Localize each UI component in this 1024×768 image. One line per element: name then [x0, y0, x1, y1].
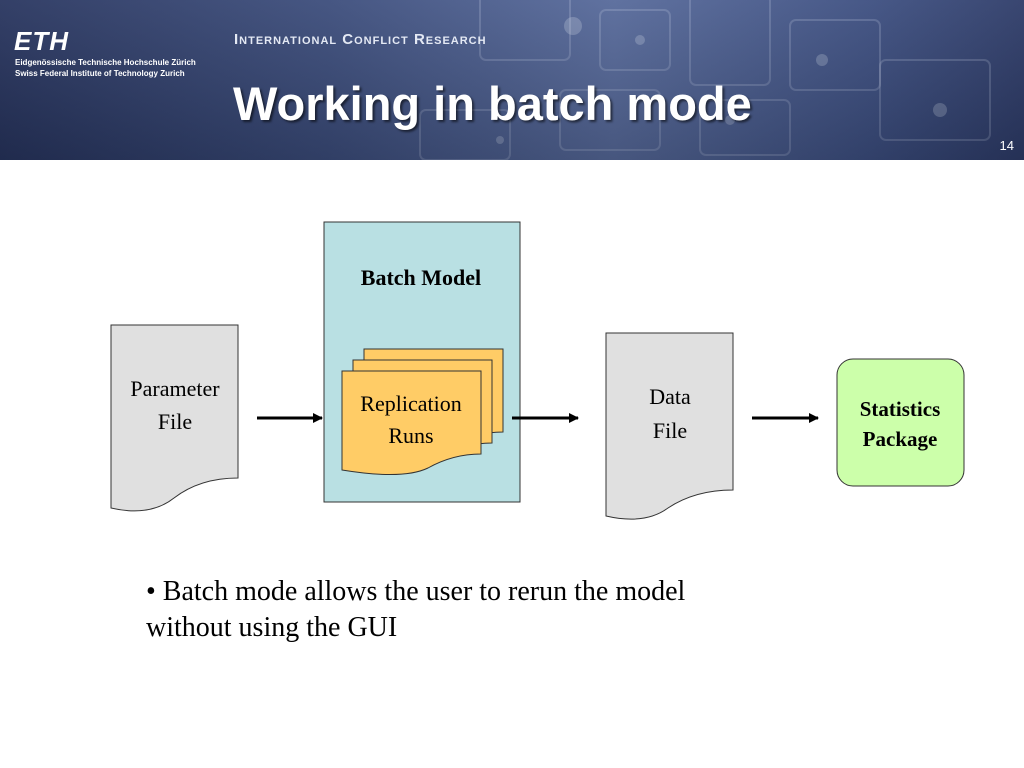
bullet-line-1: • Batch mode allows the user to rerun th… [146, 576, 686, 607]
bullet-line-2: without using the GUI [146, 612, 398, 643]
statistics-package-label-line2: Package [863, 427, 938, 451]
replication-runs-label-line1: Replication [360, 391, 461, 416]
data-file-label-line1: Data [649, 384, 691, 409]
replication-runs-label-line2: Runs [388, 423, 433, 448]
data-file-document [605, 332, 734, 520]
banner-texture [419, 0, 991, 160]
banner-shade [0, 0, 1024, 160]
parameter-file-document [110, 324, 239, 512]
parameter-file-label-line1: Parameter [130, 376, 220, 401]
slide-title: Working in batch mode [233, 77, 752, 130]
header-banner: ETH Eidgenössische Technische Hochschule… [0, 0, 1024, 160]
institution-name-german: Eidgenössische Technische Hochschule Zür… [15, 58, 196, 67]
slide-number: 14 [999, 138, 1014, 153]
eth-logo: ETH [14, 26, 69, 56]
institution-name-english: Swiss Federal Institute of Technology Zu… [15, 69, 185, 78]
batch-model-label: Batch Model [361, 265, 481, 290]
parameter-file-label-line2: File [158, 409, 192, 434]
statistics-package-box [836, 358, 965, 487]
data-file-label-line2: File [653, 418, 687, 443]
replication-runs-front-sheet [341, 370, 482, 475]
bullet-point: • Batch mode allows the user to rerun th… [146, 574, 846, 646]
statistics-package-label-line1: Statistics [860, 397, 941, 421]
unit-name: International Conflict Research [234, 31, 487, 48]
